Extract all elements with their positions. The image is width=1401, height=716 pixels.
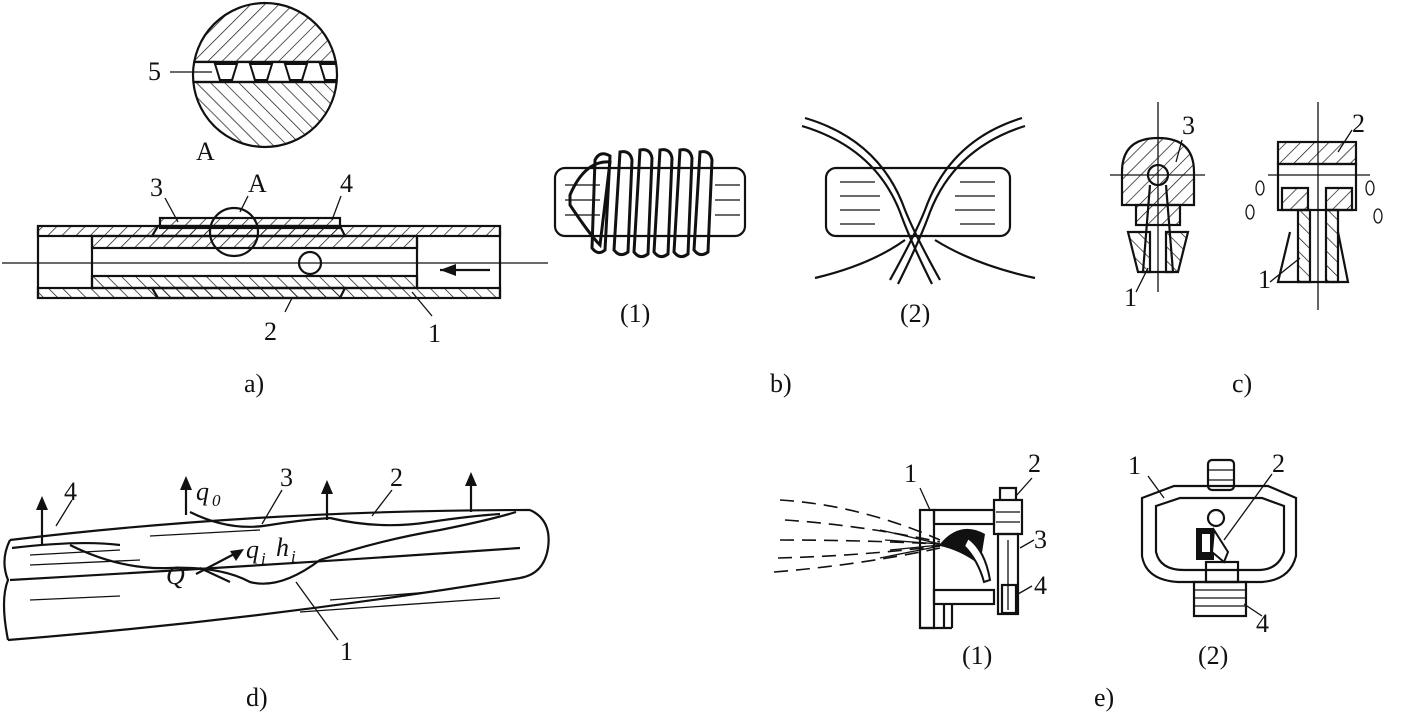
symbol-Q: Q [166,561,185,590]
callout-e-l-3: 3 [1034,525,1047,554]
callout-e-l-1: 1 [904,459,917,488]
callout-d-3: 3 [280,463,293,492]
caption-e-1: (1) [962,641,992,670]
caption-b-1: (1) [620,299,650,328]
panel-b: (1) (2) b) [553,116,1036,398]
panel-c: 3 1 2 1 c) [1110,102,1383,398]
symbol-q0-sub: 0 [212,491,221,510]
callout-d-2: 2 [390,463,403,492]
callout-c-left-3: 3 [1182,111,1195,140]
caption-a: a) [244,369,264,398]
callout-4: 4 [340,169,353,198]
symbol-qi-sub: i [261,549,266,568]
button-emitter-right [1245,102,1383,310]
callout-e-r-4: 4 [1256,609,1269,638]
in-line-emitter [2,195,548,317]
panel-e: 1 2 3 4 (1) 1 2 4 (2) e) [773,449,1298,712]
callout-d-4: 4 [64,477,77,506]
detail-label-a: A [196,137,215,166]
callout-5: 5 [148,57,161,86]
caption-b: b) [770,369,792,398]
symbol-hi: h [276,533,289,562]
caption-d: d) [246,683,268,712]
callout-c-right-1: 1 [1258,265,1271,294]
drip-tape [2,472,550,642]
symbol-qi: q [246,535,259,564]
crossing-microtubes [801,116,1036,285]
caption-b-2: (2) [900,299,930,328]
detail-view-a [170,1,339,149]
callout-e-r-2: 2 [1272,449,1285,478]
button-emitter-left [1110,102,1205,293]
micro-sprinkler-front [1140,458,1298,618]
callout-e-r-1: 1 [1128,451,1141,480]
caption-e-2: (2) [1198,641,1228,670]
micro-sprinkler-side [773,477,1035,630]
symbol-q0: q [196,477,209,506]
callout-1: 1 [428,319,441,348]
callout-detail-a: A [248,169,267,198]
callout-e-l-2: 2 [1028,449,1041,478]
callout-c-left-1: 1 [1124,283,1137,312]
caption-c: c) [1232,369,1252,398]
panel-a: 5 A 3 A 4 2 1 a) [2,1,548,398]
callout-2: 2 [264,317,277,346]
callout-d-1: 1 [340,637,353,666]
panel-d: 4 3 2 1 q 0 Q q i h i d) [2,463,550,712]
callout-e-l-4: 4 [1034,571,1047,600]
caption-e: e) [1094,683,1114,712]
wrapped-microtube [553,148,747,259]
callout-c-right-2: 2 [1352,109,1365,138]
callout-3: 3 [150,173,163,202]
symbol-hi-sub: i [291,547,296,566]
